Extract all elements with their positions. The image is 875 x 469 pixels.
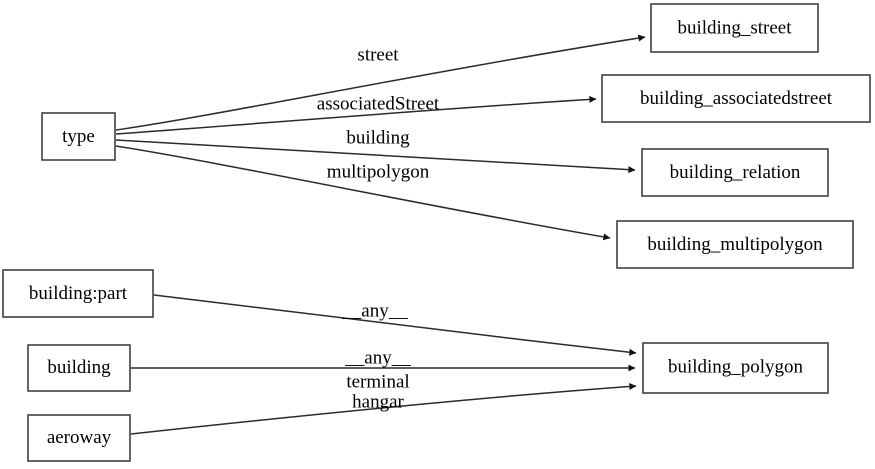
edge-label-terminal: terminal	[346, 371, 409, 392]
node-building-multipolygon-rect[interactable]	[616, 220, 854, 269]
node-building-multipolygon[interactable]: building_multipolygon	[616, 220, 854, 269]
node-aeroway-label: aeroway	[47, 427, 112, 448]
node-building-rect[interactable]	[27, 344, 131, 392]
node-building-polygon[interactable]: building_polygon	[642, 342, 829, 394]
node-aeroway[interactable]: aeroway	[27, 414, 131, 462]
node-building-part[interactable]: building:part	[2, 269, 154, 318]
node-building-polygon-rect[interactable]	[642, 342, 829, 394]
node-type[interactable]: type	[41, 112, 116, 161]
node-building-relation-label: building_relation	[670, 162, 801, 183]
edge-label-any-building: __any__	[344, 347, 411, 368]
edges-layer	[115, 34, 646, 435]
edge-label-building: building	[346, 127, 410, 148]
node-building-associatedstreet[interactable]: building_associatedstreet	[601, 74, 871, 123]
node-building-part-rect[interactable]	[2, 269, 154, 318]
node-building-part-label: building:part	[29, 283, 128, 304]
node-building-multipolygon-label: building_multipolygon	[647, 234, 823, 255]
edge-type-to-building-relation	[115, 139, 636, 174]
node-building-associatedstreet-rect[interactable]	[601, 74, 871, 123]
node-building-polygon-label: building_polygon	[668, 356, 804, 377]
edge-type-to-building-multipolygon	[115, 145, 611, 241]
node-building-street-label: building_street	[678, 17, 793, 38]
edge-label-street: street	[357, 44, 399, 65]
edge-label-hangar: hangar	[352, 391, 404, 412]
edge-labels-layer: street associatedStreet building multipo…	[317, 44, 440, 412]
node-building-street-rect[interactable]	[650, 3, 819, 53]
node-type-label: type	[62, 126, 95, 147]
node-building-label: building	[47, 357, 111, 378]
edge-buildingpart-to-building-polygon	[153, 294, 637, 356]
edge-label-multipolygon: multipolygon	[327, 161, 430, 182]
edge-type-to-building-associatedstreet	[115, 95, 597, 135]
node-type-rect[interactable]	[41, 112, 116, 161]
node-building-relation[interactable]: building_relation	[641, 148, 829, 197]
edge-label-any-buildingpart: __any__	[341, 300, 408, 321]
edge-label-associatedstreet: associatedStreet	[317, 93, 440, 114]
node-building[interactable]: building	[27, 344, 131, 392]
edge-type-to-building-street	[115, 34, 646, 131]
node-building-relation-rect[interactable]	[641, 148, 829, 197]
edge-aeroway-to-building-polygon	[130, 382, 637, 435]
node-aeroway-rect[interactable]	[27, 414, 131, 462]
node-building-street[interactable]: building_street	[650, 3, 819, 53]
node-building-associatedstreet-label: building_associatedstreet	[640, 88, 833, 109]
